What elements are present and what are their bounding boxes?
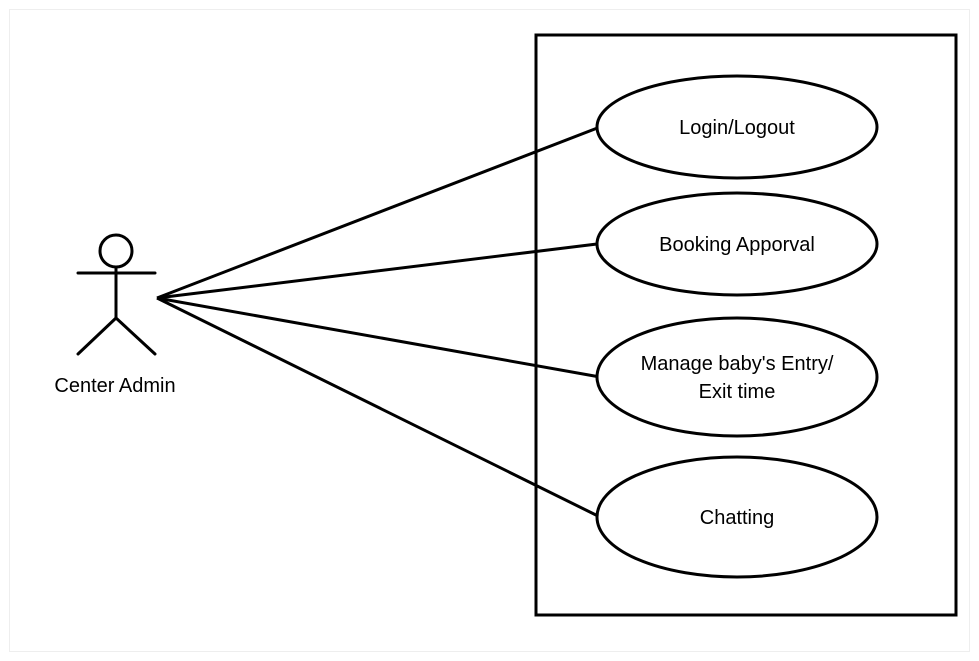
use-case-login-ellipse[interactable] — [595, 74, 879, 180]
actor-right-leg — [114, 316, 157, 356]
association-booking — [156, 242, 598, 300]
outer-frame — [9, 9, 970, 652]
association-manage — [156, 296, 601, 379]
association-login — [156, 125, 601, 300]
use-case-manage-label-line1: Manage baby's Entry/ — [641, 353, 834, 375]
association-chatting — [156, 296, 601, 519]
use-case-booking-ellipse[interactable] — [595, 191, 879, 297]
actor-head — [98, 233, 134, 269]
use-case-booking-label: Booking Apporval — [659, 234, 815, 256]
actor-figure — [76, 233, 157, 356]
use-case-manage-label-line2: Exit time — [699, 381, 776, 403]
actor-left-leg — [76, 316, 118, 356]
actor-label: Center Admin — [54, 375, 175, 397]
use-case-manage-ellipse[interactable] — [595, 316, 879, 438]
system-boundary — [534, 33, 958, 617]
use-case-chatting-ellipse[interactable] — [595, 455, 879, 579]
associations — [156, 125, 601, 519]
use-case-chatting-label: Chatting — [700, 507, 775, 529]
use-case-login-label: Login/Logout — [679, 117, 795, 139]
